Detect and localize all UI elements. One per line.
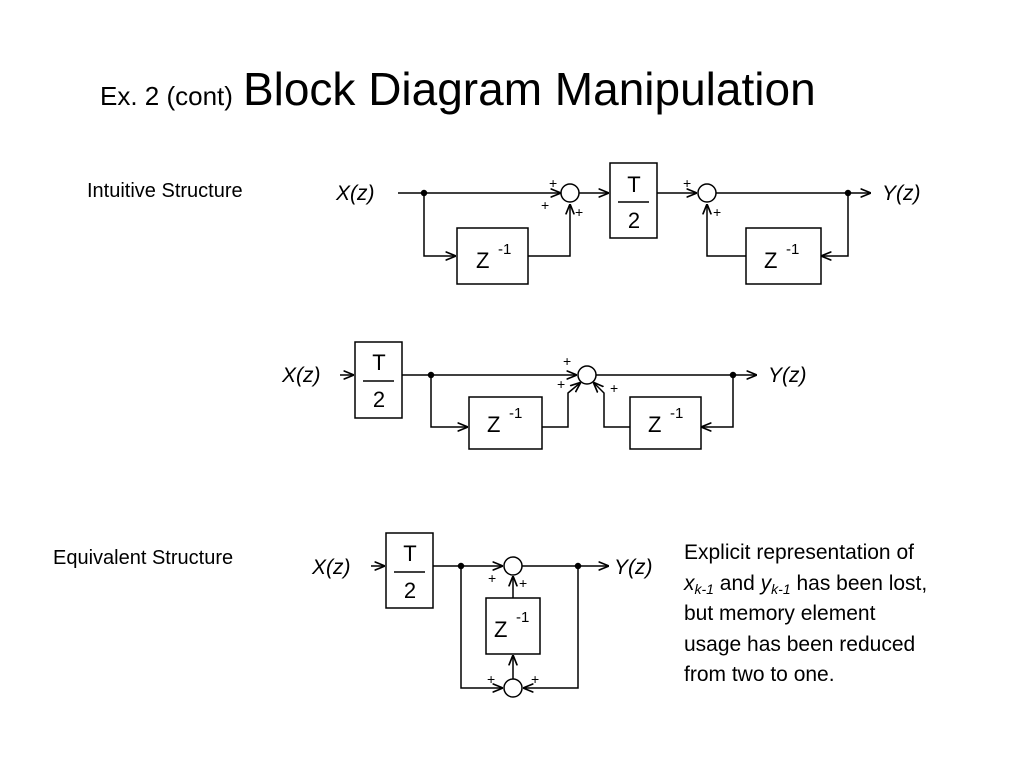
d2-gain-denominator: 2	[373, 387, 385, 412]
d3-gain-denominator: 2	[404, 578, 416, 603]
y-variable: y	[760, 571, 772, 595]
d1-output-label: Y(z)	[882, 182, 921, 205]
explanation-line-4: usage has been reduced	[684, 632, 916, 656]
explanation-line-5: from two to one.	[684, 663, 835, 686]
title-main: Block Diagram Manipulation	[242, 63, 816, 115]
d3-delay-block	[485, 597, 541, 655]
d3-gain-block	[385, 532, 434, 609]
d2-delay-block-1	[468, 396, 543, 450]
d3-sign-2: +	[519, 575, 527, 591]
x-subscript: k-1	[694, 580, 714, 597]
d2-delay2-base: Z	[648, 412, 661, 437]
y-subscript: k-1	[771, 580, 791, 597]
d1-delay2-base: Z	[764, 248, 777, 273]
d2-delay2-exp: -1	[670, 405, 683, 422]
explanation-line-1: Explicit representation of	[684, 541, 914, 564]
d2-delay-block-2	[629, 396, 702, 450]
d1-gain-denominator: 2	[628, 208, 640, 233]
d3-input-label: X(z)	[311, 556, 351, 579]
explanation-text: Explicit representation of xk-1 and yk-1…	[684, 538, 1004, 691]
explanation-line-3: but memory element	[684, 602, 876, 625]
d1-summer-2	[697, 183, 717, 203]
d1-sign-4: +	[683, 175, 691, 191]
d1-sign-1: +	[549, 175, 557, 191]
d1-delay1-exp: -1	[498, 241, 511, 258]
explanation-line-2: xk-1 and yk-1 has been lost,	[684, 569, 1004, 600]
d3-sign-3: +	[487, 671, 495, 687]
d1-delay-block-2	[745, 227, 822, 285]
d1-gain-numerator: T	[627, 172, 640, 197]
d2-sign-3: +	[610, 380, 618, 396]
d3-summer-bottom	[503, 678, 523, 698]
d2-gain-block	[354, 341, 403, 419]
d2-sign-2: +	[557, 376, 565, 392]
d3-gain-numerator: T	[403, 541, 416, 566]
d1-sign-2: +	[541, 197, 549, 213]
d1-delay1-base: Z	[476, 248, 489, 273]
d2-delay1-base: Z	[487, 412, 500, 437]
d3-output-label: Y(z)	[614, 556, 653, 579]
d1-gain-block	[609, 162, 658, 239]
title-prefix: Ex. 2 (cont)	[100, 81, 233, 111]
d1-delay2-exp: -1	[786, 241, 799, 258]
d2-input-label: X(z)	[281, 364, 321, 387]
d2-gain-numerator: T	[372, 350, 385, 375]
and-word: and	[713, 571, 761, 595]
line2-end: has been lost,	[790, 571, 928, 595]
d3-sign-4: +	[531, 671, 539, 687]
d1-sign-5: +	[713, 204, 721, 220]
d2-summer	[577, 365, 597, 385]
diagram-intuitive: X(z) Y(z) T 2 Z -1 Z -1 + + + + +	[335, 162, 921, 285]
d2-output-label: Y(z)	[768, 364, 807, 387]
slide-title: Ex. 2 (cont) Block Diagram Manipulation	[100, 62, 980, 132]
d3-delay-base: Z	[494, 617, 507, 642]
d2-sign-1: +	[563, 353, 571, 369]
d3-summer-top	[503, 556, 523, 576]
intuitive-structure-label: Intuitive Structure	[87, 180, 243, 202]
d1-summer-1	[560, 183, 580, 203]
d1-delay-block-1	[456, 227, 529, 285]
diagram-intermediate: X(z) Y(z) T 2 Z -1 Z -1 + + +	[281, 341, 807, 450]
d3-delay-exp: -1	[516, 609, 529, 626]
d1-sign-3: +	[575, 204, 583, 220]
d3-sign-1: +	[488, 570, 496, 586]
d2-delay1-exp: -1	[509, 405, 522, 422]
x-variable: x	[684, 571, 695, 595]
equivalent-structure-label: Equivalent Structure	[53, 547, 234, 569]
diagram-equivalent: X(z) Y(z) T 2 Z -1 + + + +	[311, 532, 653, 698]
d1-input-label: X(z)	[335, 182, 375, 205]
